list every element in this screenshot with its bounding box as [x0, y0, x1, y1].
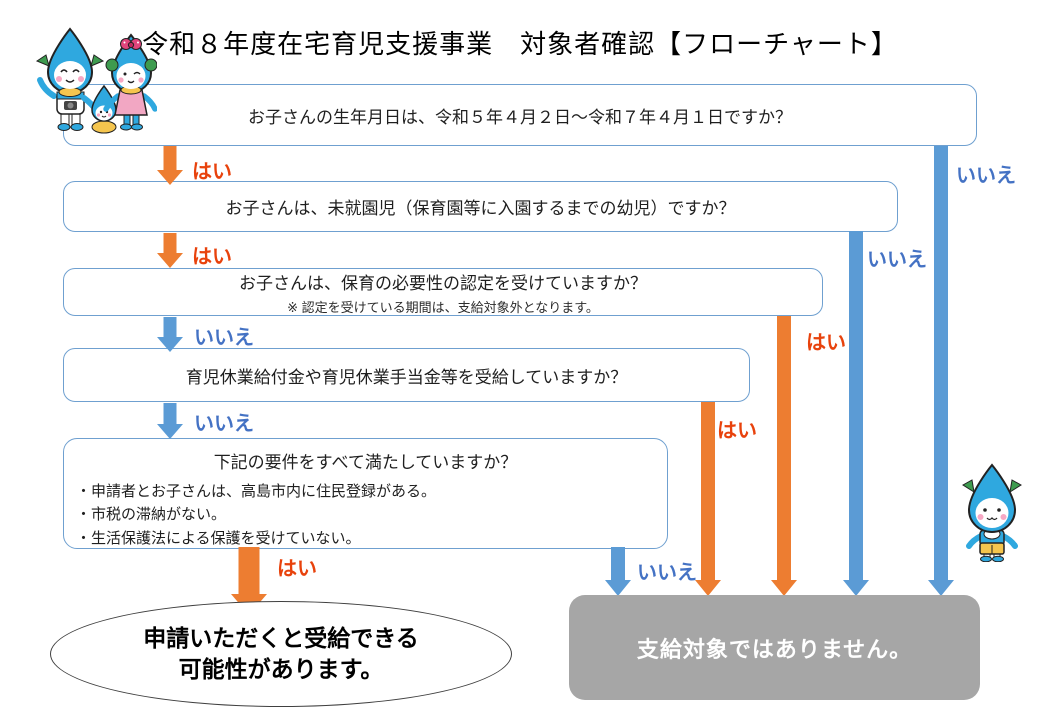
result-eligible: 申請いただくと受給できる 可能性があります。 [50, 601, 512, 707]
mascot-child-icon [962, 463, 1022, 562]
question-text: お子さんは、未就園児（保育園等に入園するまでの幼児）ですか？ [225, 199, 736, 218]
result-not-eligible-text: 支給対象ではありません。 [636, 636, 913, 662]
label-q5-yes: はい [277, 558, 317, 580]
question-text: 育児休業給付金や育児休業手当金等を受給していますか？ [185, 367, 628, 387]
label-q1-no: いいえ [956, 165, 1016, 187]
label-q5-no: いいえ [637, 562, 697, 584]
arrow-q4-yes [695, 402, 721, 596]
result-eligible-line2: 可能性があります。 [178, 656, 384, 682]
question-box-not-enrolled: お子さんは、未就園児（保育園等に入園するまでの幼児）ですか？ [63, 181, 898, 232]
label-q4-yes: はい [717, 420, 757, 442]
arrow-q5-no [605, 547, 631, 596]
mascot-family-icon [35, 27, 157, 134]
requirement-item: ・申請者とお子さんは、高島市内に住民登録がある。 [76, 483, 437, 500]
question-box-birthdate: お子さんの生年月日は、令和５年４月２日～令和７年４月１日ですか？ [63, 84, 977, 146]
label-q4-no: いいえ [194, 413, 254, 435]
requirement-item: ・市税の滞納がない。 [76, 506, 227, 524]
result-not-eligible: 支給対象ではありません。 [569, 595, 980, 700]
arrow-q2-yes [157, 233, 183, 268]
arrow-q3-no [157, 317, 183, 352]
label-q3-yes: はい [806, 332, 846, 354]
result-eligible-line1: 申請いただくと受給できる [143, 624, 419, 651]
question-box-requirements: 下記の要件をすべて満たしていますか？ ・申請者とお子さんは、高島市内に住民登録が… [63, 438, 668, 549]
label-q2-no: いいえ [867, 249, 927, 271]
question-text: お子さんは、保育の必要性の認定を受けていますか？ [239, 273, 647, 293]
label-q1-yes: はい [192, 161, 232, 183]
question-box-childcare-certification: お子さんは、保育の必要性の認定を受けていますか？ ※ 認定を受けている期間は、支… [63, 268, 823, 316]
label-q2-yes: はい [192, 246, 232, 268]
requirement-list: ・申請者とお子さんは、高島市内に住民登録がある。 ・市税の滞納がない。 ・生活保… [64, 480, 667, 550]
question-note: ※ 認定を受けている期間は、支給対象外となります。 [287, 299, 599, 315]
label-q3-no: いいえ [194, 327, 254, 349]
arrow-q1-yes [157, 146, 183, 185]
requirement-item: ・生活保護法による保護を受けていない。 [76, 529, 361, 547]
arrow-q3-yes [771, 316, 797, 596]
question-text: 下記の要件をすべて満たしていますか？ [213, 453, 518, 472]
page-title: 令和８年度在宅育児支援事業 対象者確認【フローチャート】 [142, 29, 898, 59]
arrow-q1-no [928, 146, 954, 596]
question-box-childcare-leave-benefit: 育児休業給付金や育児休業手当金等を受給していますか？ [63, 348, 750, 402]
question-text: お子さんの生年月日は、令和５年４月２日～令和７年４月１日ですか？ [248, 107, 792, 127]
arrow-q4-no [157, 403, 183, 439]
arrow-q2-no [843, 231, 869, 596]
